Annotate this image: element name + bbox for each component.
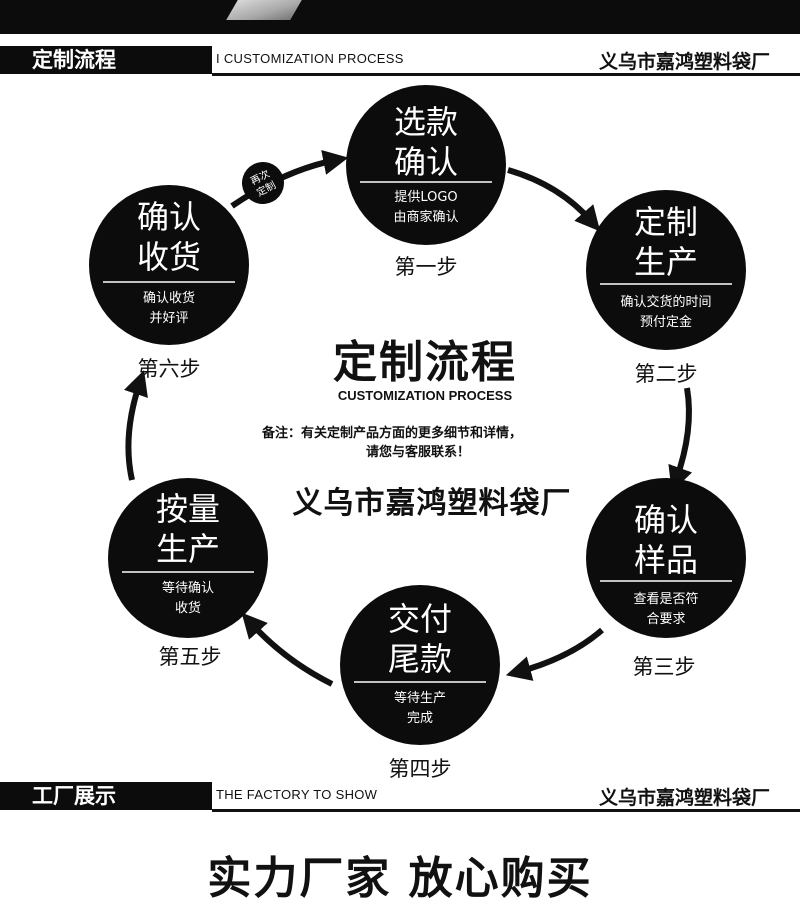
step-desc-line1: 提供LOGO [394, 189, 457, 205]
step-desc-line1: 查看是否符 [633, 591, 698, 607]
arrow-3-to-4 [518, 630, 602, 672]
note-line2: 请您与客服联系！ [262, 443, 622, 462]
step-title-line2: 样品 [634, 541, 698, 579]
arrow-4-to-5 [250, 622, 332, 684]
step-title-line2: 收货 [137, 238, 201, 276]
step-desc-line2: 收货 [175, 600, 201, 616]
step-4-node: 交付 尾款 等待生产 完成 [340, 585, 500, 745]
section-subtitle: THE FACTORY TO SHOW [216, 787, 377, 802]
step-title-line2: 尾款 [388, 640, 452, 678]
arrow-5-to-6 [128, 382, 140, 480]
section-rule [212, 809, 800, 812]
step-desc-line2: 并好评 [149, 311, 188, 326]
section-title: 工厂展示 [0, 782, 212, 810]
step-title-line2: 确认 [394, 143, 458, 181]
step-desc-line1: 确认交货的时间 [620, 294, 711, 310]
step-4-label: 第四步 [389, 757, 452, 781]
step-6-label: 第六步 [138, 357, 201, 381]
step-5-node: 按量 生产 等待确认 收货 [108, 478, 268, 638]
step-5-label: 第五步 [159, 645, 222, 669]
step-1-node: 选款 确认 提供LOGO 由商家确认 [346, 85, 506, 245]
step-title-line1: 定制 [634, 203, 698, 241]
note-line1: 备注：有关定制产品方面的更多细节和详情， [262, 426, 522, 441]
step-desc-line1: 确认收货 [143, 290, 195, 306]
step-3-label: 第三步 [633, 655, 696, 679]
step-title-line2: 生产 [634, 243, 698, 281]
step-2-label: 第二步 [635, 362, 698, 386]
step-title-line1: 按量 [156, 490, 220, 528]
center-note: 备注：有关定制产品方面的更多细节和详情， 请您与客服联系！ [262, 424, 622, 462]
step-6-node: 确认 收货 确认收货 并好评 [89, 185, 249, 345]
section-brand: 义乌市嘉鸿塑料袋厂 [599, 783, 770, 810]
step-1-label: 第一步 [395, 255, 458, 279]
step-title-line1: 确认 [137, 198, 201, 236]
step-3-node: 确认 样品 查看是否符 合要求 [586, 478, 746, 638]
repeat-order-badge: 再次 定制 [235, 155, 292, 212]
center-brand: 义乌市嘉鸿塑料袋厂 [282, 478, 582, 522]
step-desc-line1: 等待确认 [162, 580, 214, 596]
step-desc-line2: 由商家确认 [393, 209, 458, 225]
step-title-line1: 选款 [394, 103, 458, 141]
step-desc-line2: 预付定金 [640, 314, 692, 330]
step-desc-line2: 完成 [407, 711, 433, 726]
step-title-line2: 生产 [156, 530, 220, 568]
step-desc-line1: 等待生产 [394, 690, 446, 706]
step-desc-line2: 合要求 [646, 612, 685, 627]
center-subtitle: CUSTOMIZATION PROCESS [300, 388, 550, 403]
slogan: 实力厂家 放心购买 [0, 842, 800, 906]
section-header-factory: 工厂展示 THE FACTORY TO SHOW 义乌市嘉鸿塑料袋厂 [0, 782, 800, 812]
arrow-2-to-3 [676, 388, 689, 480]
step-2-node: 定制 生产 确认交货的时间 预付定金 [586, 190, 746, 350]
step-title-line1: 交付 [388, 600, 452, 638]
center-title: 定制流程 [320, 326, 530, 390]
arrow-1-to-2 [508, 170, 592, 222]
step-title-line1: 确认 [634, 501, 698, 539]
